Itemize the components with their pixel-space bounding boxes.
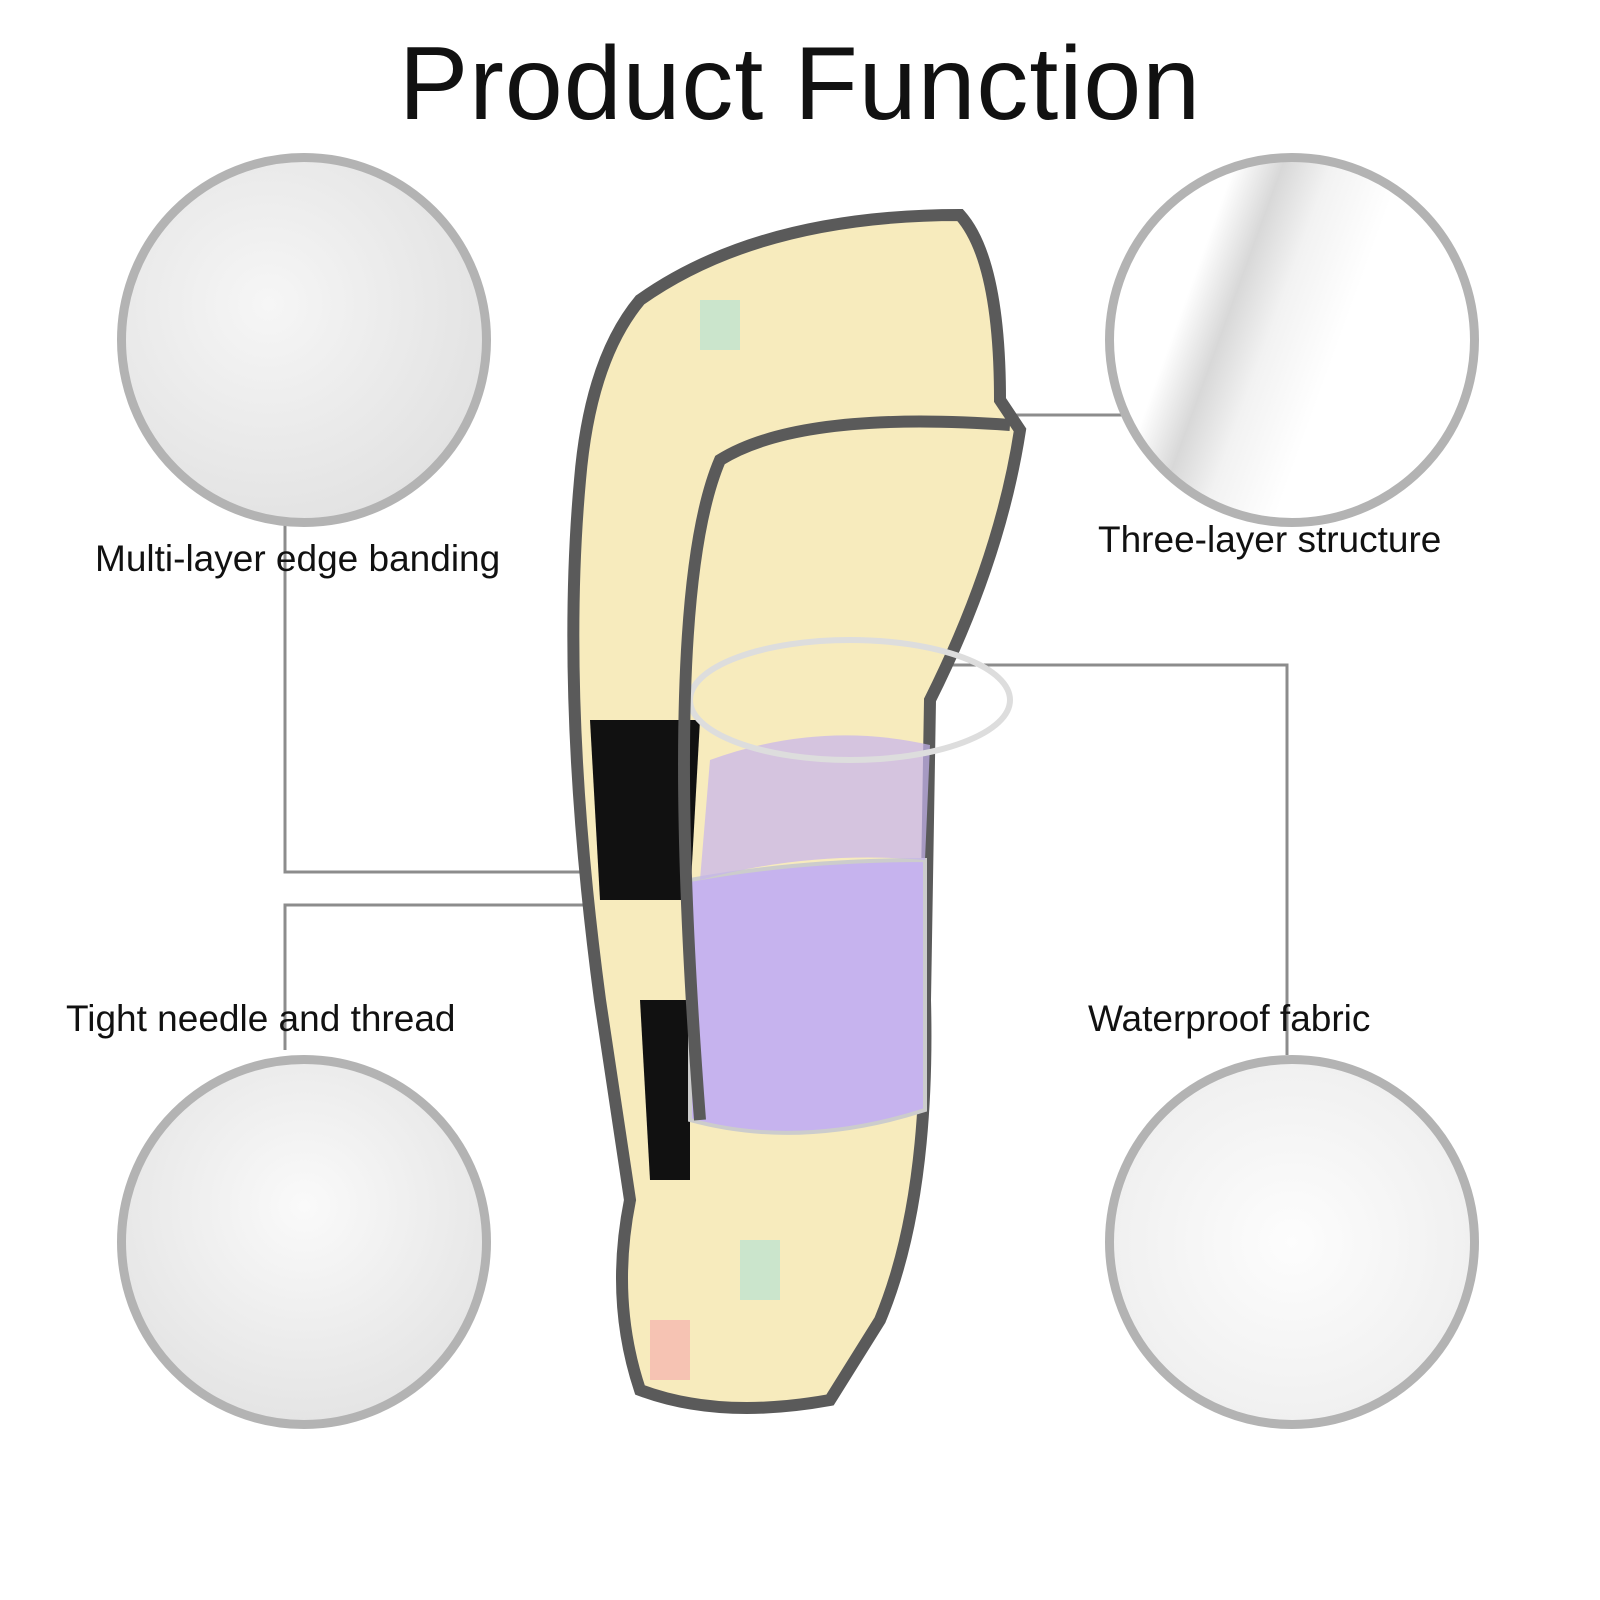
- detail-circle-three-layer: [1105, 153, 1479, 527]
- feature-label-three-layer: Three-layer structure: [1098, 519, 1442, 560]
- detail-circle-edge-banding: [117, 153, 491, 527]
- feature-label-waterproof: Waterproof fabric: [1088, 998, 1371, 1039]
- leader-line-needle-thread: [283, 903, 600, 1050]
- product-headcover: [567, 208, 1027, 1414]
- leader-line-edge-banding: [283, 515, 600, 874]
- page-title: Product Function: [398, 26, 1202, 142]
- leader-line-waterproof: [900, 663, 1289, 1055]
- feature-label-needle-thread: Tight needle and thread: [66, 998, 456, 1039]
- detail-circle-needle-thread: [117, 1055, 491, 1429]
- detail-circle-waterproof: [1105, 1055, 1479, 1429]
- feature-label-edge-banding: Multi-layer edge banding: [95, 538, 501, 579]
